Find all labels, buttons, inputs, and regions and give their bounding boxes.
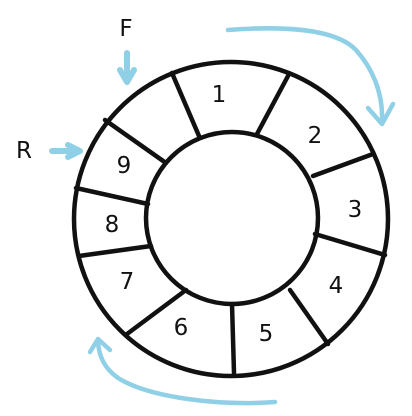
slot-number: 8	[105, 212, 120, 238]
slot-number: 6	[174, 315, 189, 341]
slot-divider	[73, 185, 151, 207]
slot-number: 1	[212, 82, 227, 108]
slot-divider	[124, 287, 189, 337]
rear-pointer-arrow	[49, 142, 83, 160]
slot-number: 7	[120, 269, 135, 295]
front-label: F	[119, 16, 132, 42]
outer-ring	[71, 59, 391, 379]
rear-label: R	[16, 138, 32, 164]
clockwise-arrow-bottom	[95, 339, 278, 406]
clockwise-arrow-top-head	[365, 101, 396, 127]
slot-divider	[229, 301, 237, 376]
slot-divider	[254, 73, 291, 137]
slot-divider	[312, 231, 388, 258]
slot-number: 3	[348, 197, 363, 223]
slot-divider	[102, 117, 169, 166]
clockwise-arrow-top	[225, 26, 385, 123]
front-pointer-arrow	[117, 50, 137, 85]
slot-divider	[287, 287, 331, 347]
clockwise-arrow-bottom-head	[87, 336, 113, 355]
slot-labels: 1 2 3 4 5 6 7 8 9	[105, 82, 363, 347]
slot-dividers	[73, 70, 388, 376]
inner-ring	[143, 129, 321, 307]
slot-number: 4	[329, 273, 344, 299]
slot-number: 5	[259, 321, 274, 347]
slot-divider	[169, 70, 202, 139]
slot-number: 2	[308, 123, 323, 149]
slot-number: 9	[117, 153, 132, 179]
slot-divider	[76, 243, 154, 259]
slot-divider	[310, 151, 376, 179]
